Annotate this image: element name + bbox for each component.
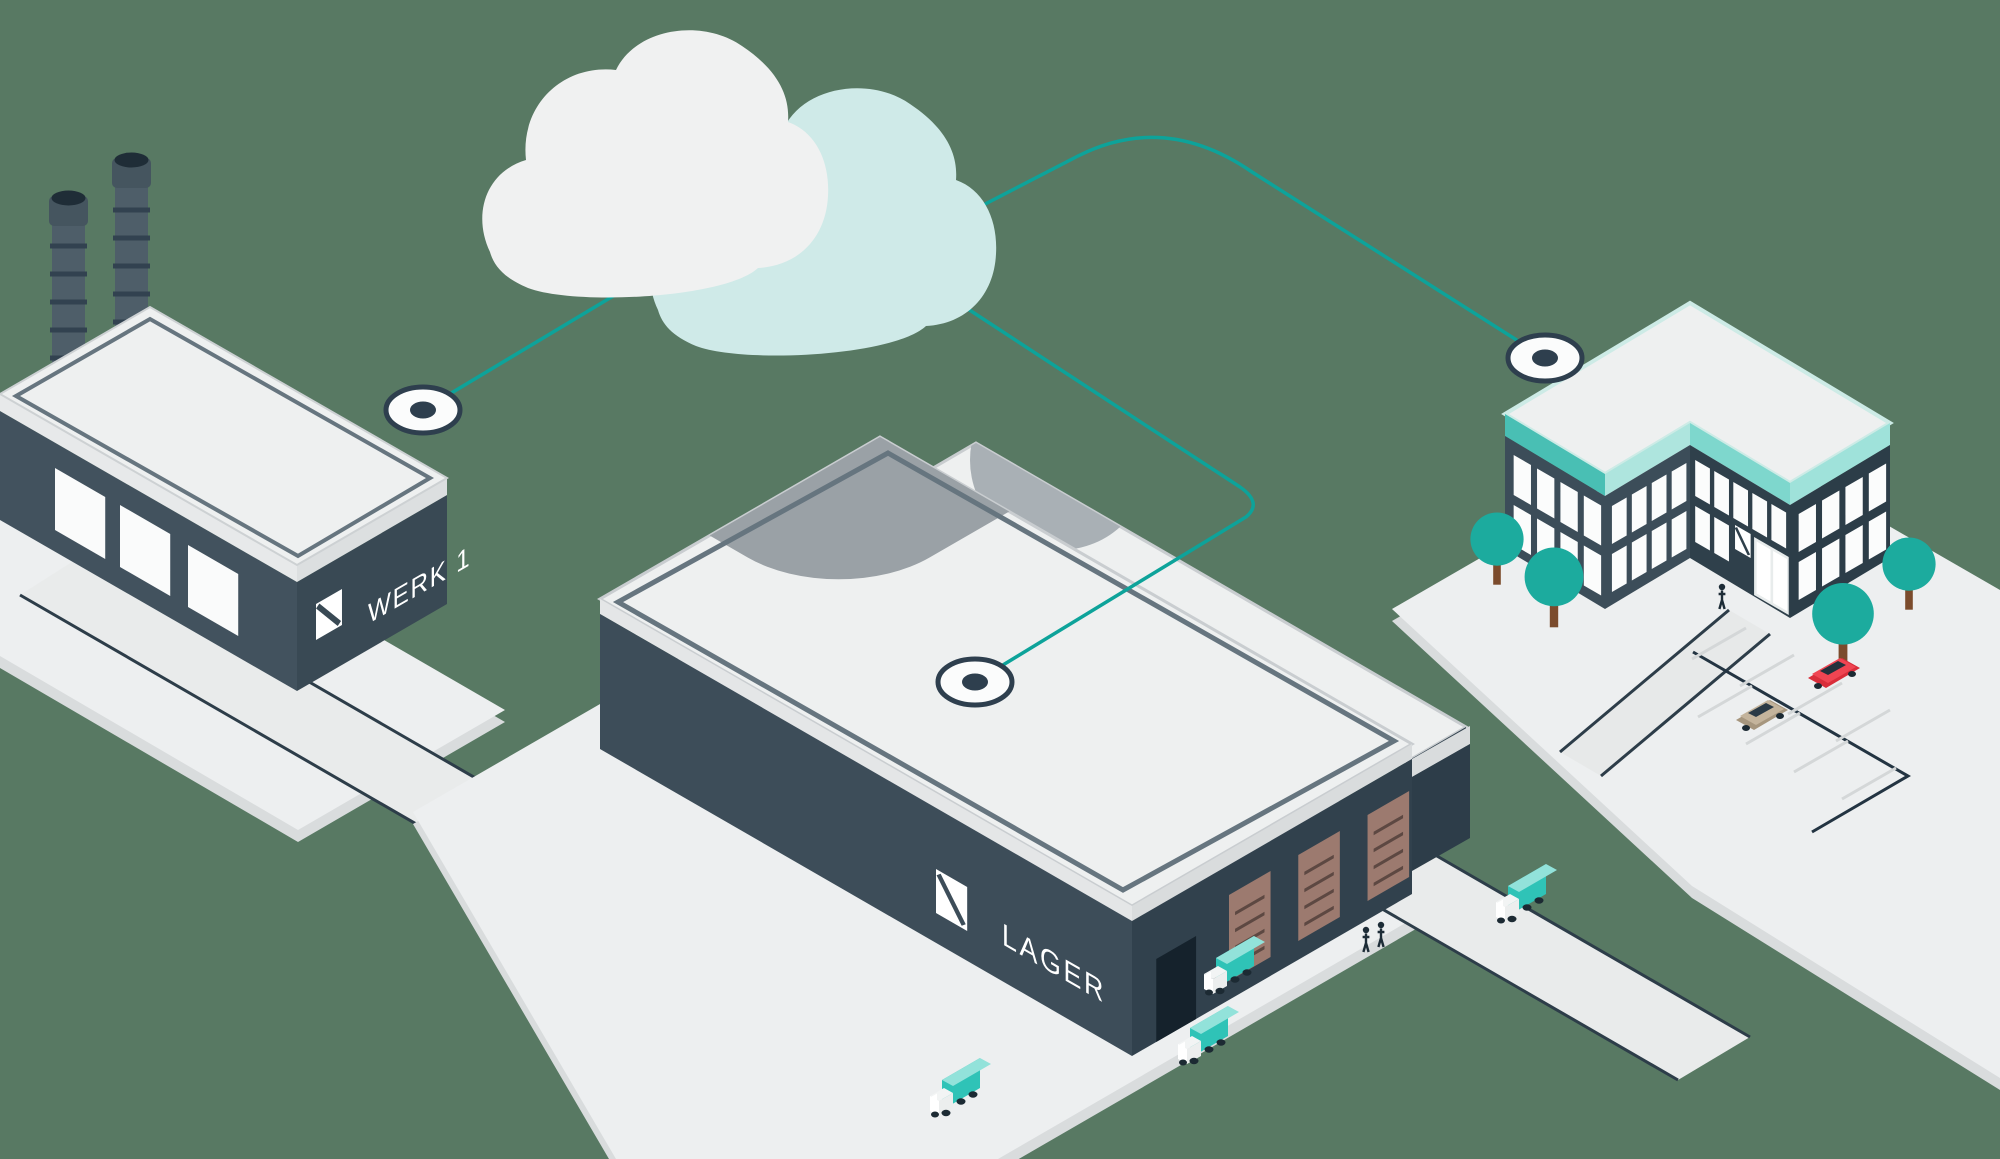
mint-band [1605,423,1690,496]
cloud-icon [482,30,997,356]
dock-door [1298,831,1340,941]
factory-fascia [0,394,297,582]
entrance-door [1756,541,1771,602]
step-wall [1412,744,1470,871]
connection-line-cloud-warehouse [889,256,1255,684]
tan-car-icon [1736,700,1788,731]
office-parking [1691,626,1911,834]
warehouse-logo document-fold-icon [936,869,968,931]
warehouse-wall-lager [600,614,1132,1056]
mint-band [1690,423,1790,505]
office-building [1501,300,1894,618]
factory-building: WERK 1 [0,152,471,691]
entrance-door [1773,551,1787,611]
mint-band [1505,414,1605,496]
dock-door [1367,791,1410,901]
dock-face-details [1156,791,1410,1042]
warehouse-fascia [1132,744,1412,921]
warehouse-fascia [600,599,1132,921]
smokestack-icon [112,152,151,353]
warehouse-exit-road [1357,850,1751,1082]
factory-roof [0,305,449,567]
factory-wall-southeast [297,495,447,691]
office-logo document-fold-icon [1734,525,1751,558]
office-walkway [1559,608,1771,778]
connection-line-cloud-office [934,135,1546,360]
factory-roof-parapet [11,316,434,559]
office-entrance-group [1734,525,1789,615]
connection-node-icon [386,387,460,433]
connection-node-icon [1508,335,1582,381]
person-door [1156,936,1197,1042]
factory-windows [55,468,239,636]
warehouse-roof-parapet [612,450,1400,893]
factory-fascia [297,478,447,582]
connection-node-icon [938,659,1012,705]
office-area [1470,300,1936,834]
factory-area: WERK 1 [0,152,859,1042]
step-fascia [1412,726,1470,777]
mint-band [1790,423,1890,505]
red-car-icon [1808,658,1860,689]
factory-logo document-fold-icon [316,589,342,640]
office-windows [1513,455,1887,600]
warehouse-wall-docks [1132,759,1412,1056]
